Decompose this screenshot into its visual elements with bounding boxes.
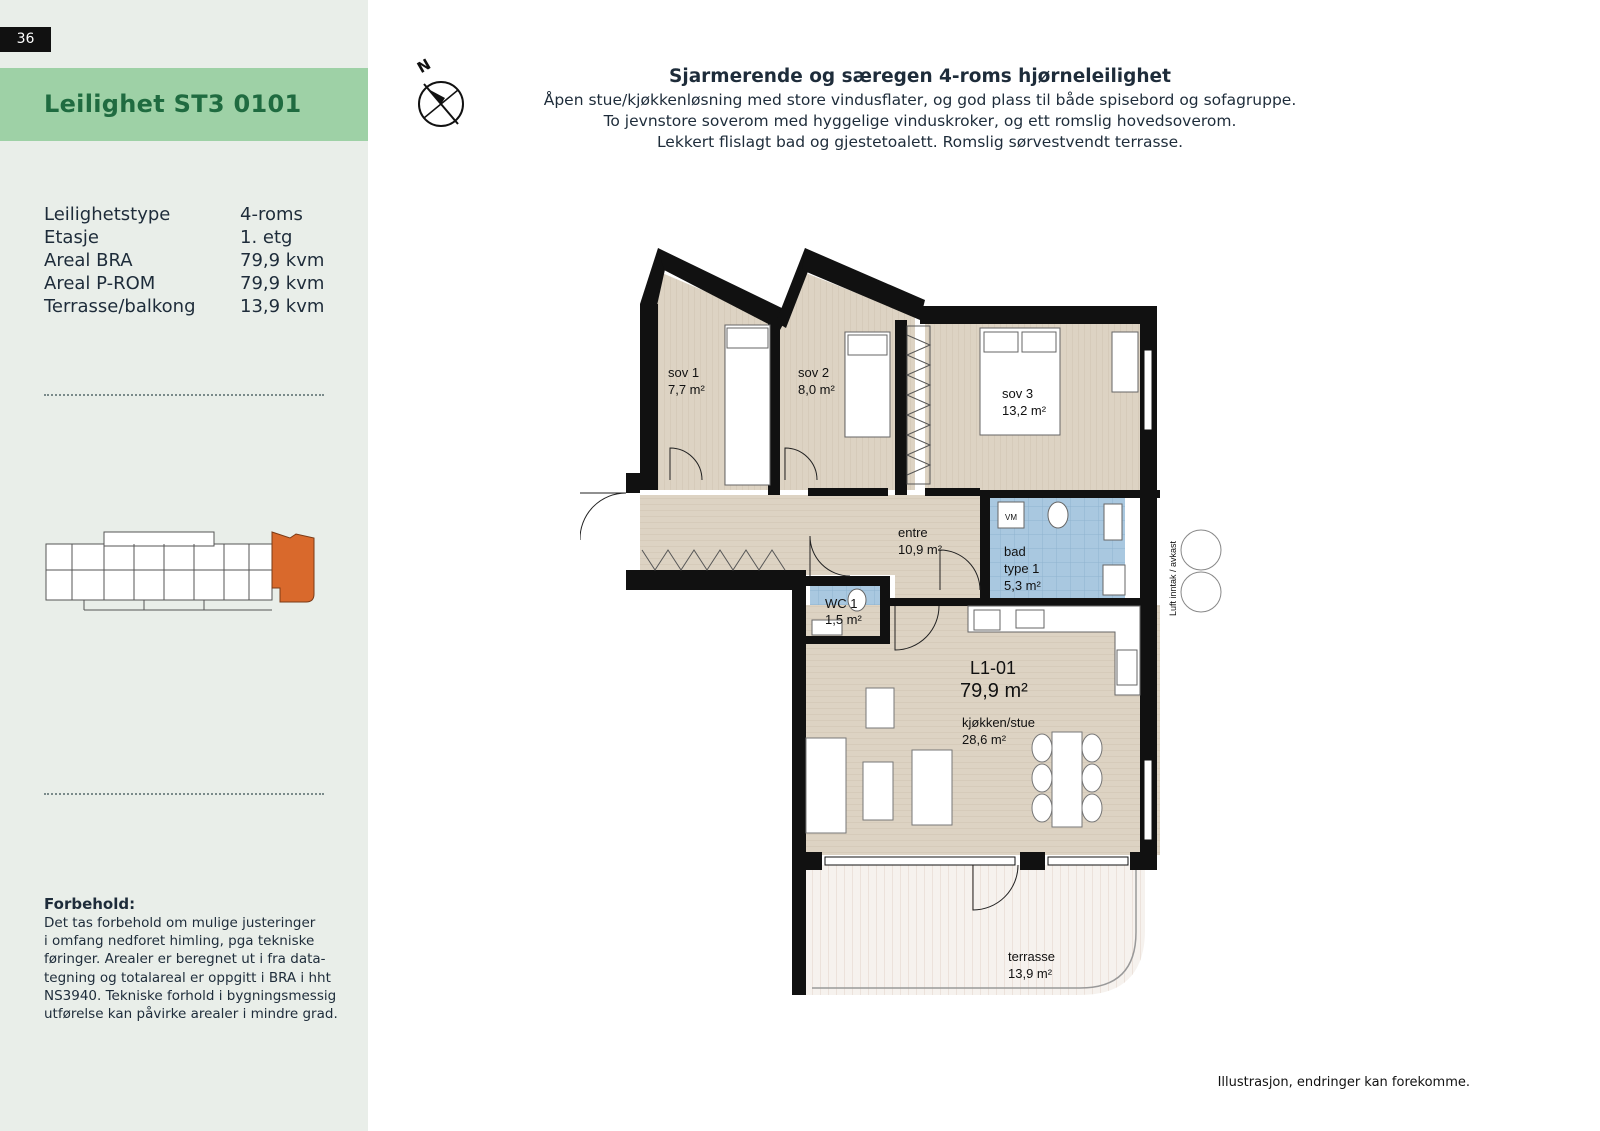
page-number: 36 [0,27,51,52]
vm-label: VM [1005,513,1017,522]
intro-line: Lekkert flislagt bad og gjestetoalett. R… [656,133,1184,151]
kitchen-counter [967,605,1141,696]
spec-value: 4-roms [240,204,303,225]
spec-label: Etasje [44,227,99,248]
furniture [805,687,1103,834]
forbehold-text: Det tas forbehold om mulige justeringer … [44,915,338,1023]
disclaimer: Illustrasjon, endringer kan forekomme. [1217,1075,1470,1090]
room-name: entre [898,525,928,540]
spec-table: Leilighetstype 4-roms Etasje 1. etg Area… [44,203,344,318]
spec-value: 79,9 kvm [240,250,325,271]
spec-label: Leilighetstype [44,204,171,225]
spec-value: 79,9 kvm [240,273,325,294]
room-area: 7,7 m² [668,382,706,397]
forbehold-title: Forbehold: [44,895,136,913]
room-area: 1,5 m² [825,612,863,627]
spec-label: Terrasse/balkong [44,296,196,317]
spec-row: Etasje 1. etg [44,226,344,249]
dotted-divider [44,394,324,396]
spec-row: Terrasse/balkong 13,9 kvm [44,295,344,318]
room-name: terrasse [1008,949,1055,964]
spec-row: Areal P-ROM 79,9 kvm [44,272,344,295]
room-area: 8,0 m² [798,382,836,397]
room-name: sov 2 [798,365,829,380]
room-area: 5,3 m² [1004,578,1042,593]
room-area: 28,6 m² [962,732,1007,747]
building-key-plan [45,531,315,611]
ventilation-icon [1180,529,1222,613]
spec-value: 13,9 kvm [240,296,325,317]
vent-label: Luft inntak / avkast [1168,540,1178,616]
bed [724,324,1139,486]
north-arrow-icon: N [414,56,464,127]
terrace-floor [805,865,1145,995]
spec-label: Areal P-ROM [44,273,156,294]
dotted-divider [44,793,324,795]
room-area: 13,2 m² [1002,403,1047,418]
walls [626,248,1160,995]
bath-fixtures [811,501,1126,636]
intro-line: Åpen stue/kjøkkenløsning med store vindu… [543,91,1297,109]
doors [580,447,1019,911]
spec-value: 1. etg [240,227,293,248]
wardrobe [641,325,932,571]
sidebar: 36 Leilighet ST3 0101 Leilighetstype 4-r… [0,0,368,1131]
apartment-title: Leilighet ST3 0101 [44,90,302,118]
windows [824,349,1153,866]
forbehold-block: Forbehold: Det tas forbehold om mulige j… [44,895,344,1023]
room-name: bad [1004,544,1026,559]
room-area: 13,9 m² [1008,966,1053,981]
terrace-rail [812,870,1137,989]
intro-text: Sjarmerende og særegen 4-roms hjørneleil… [500,64,1340,153]
room-name: sov 1 [668,365,699,380]
unit-id: L1-01 [970,658,1016,678]
unit-total-area: 79,9 m² [960,680,1028,702]
floor-plan: Luft inntak / avkast sov 1 7,7 m² sov 2 … [580,248,1222,995]
room-name: kjøkken/stue [962,715,1035,730]
room-name: sov 3 [1002,386,1033,401]
spec-row: Areal BRA 79,9 kvm [44,249,344,272]
compass-label: N [414,56,434,77]
room-name: WC 1 [825,596,858,611]
spec-row: Leilighetstype 4-roms [44,203,344,226]
intro-line: To jevnstore soverom med hyggelige vindu… [603,112,1237,130]
title-band: Leilighet ST3 0101 [0,68,368,141]
room-area: 10,9 m² [898,542,943,557]
highlighted-unit [271,531,315,603]
headline: Sjarmerende og særegen 4-roms hjørneleil… [669,66,1171,87]
spec-label: Areal BRA [44,250,133,271]
room-subtype: type 1 [1004,561,1039,576]
